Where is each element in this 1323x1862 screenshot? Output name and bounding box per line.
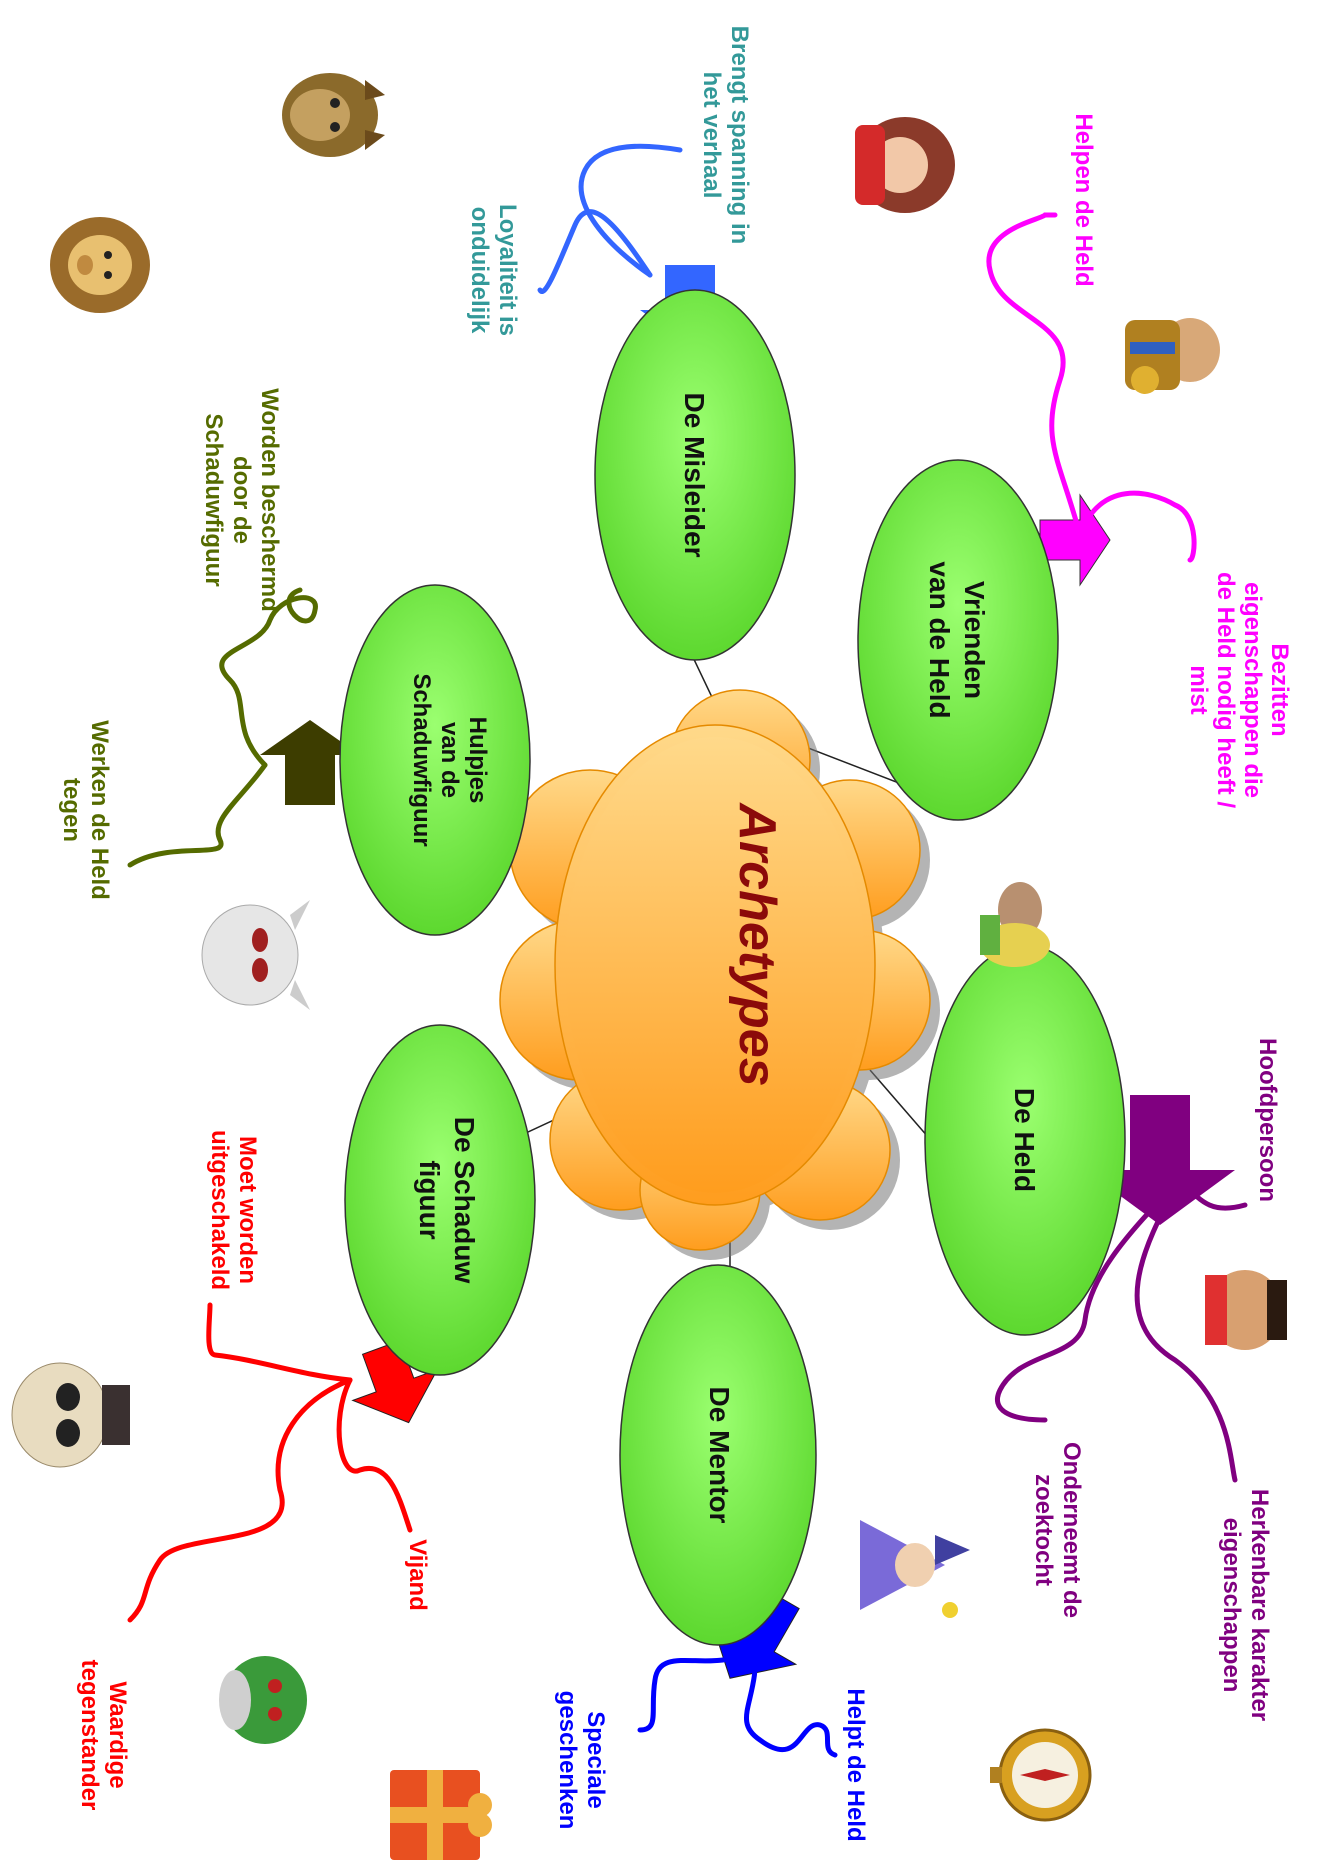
skull-icon: [11, 1362, 130, 1468]
node-vrienden[interactable]: Vrienden van de Held: [857, 459, 1059, 821]
label-worden-3: Schaduwfiguur: [200, 413, 227, 586]
node-mentor[interactable]: De Mentor: [619, 1264, 817, 1646]
label-herkenbare-2: eigenschappen: [1218, 1518, 1245, 1693]
node-mentor-label: De Mentor: [704, 1387, 735, 1524]
genie-icon: [980, 882, 1050, 967]
node-misleider[interactable]: De Misleider: [594, 289, 796, 661]
label-werken-2: tegen: [58, 778, 85, 842]
label-vijand: Vijand: [404, 1539, 431, 1611]
compass-icon: [990, 1728, 1092, 1822]
wizard-icon: [860, 1520, 970, 1618]
label-werken-1: Werken de Held: [86, 720, 113, 900]
label-bezitten-2: eigenschappen die: [1239, 582, 1266, 798]
label-herkenbare-1: Herkenbare karakter: [1246, 1489, 1273, 1721]
node-held-label: De Held: [1009, 1088, 1040, 1192]
queen-icon: [855, 117, 955, 213]
held-arrow: [1085, 1095, 1235, 1225]
hulpjes-arrow: [260, 720, 360, 805]
node-vrienden-line1: Vrienden: [959, 581, 990, 699]
node-hulpjes-line3: Schaduwfiguur: [408, 673, 435, 846]
label-bezitten-3: de Held nodig heeft /: [1212, 572, 1239, 808]
label-loyaliteit-2: onduidelijk: [466, 207, 493, 334]
center-title: Archetypes: [728, 801, 786, 1086]
label-loyaliteit-1: Loyaliteit is: [494, 204, 521, 336]
node-schaduw-line1: De Schaduw: [449, 1117, 480, 1284]
node-schaduw[interactable]: De Schaduw figuur: [344, 1024, 536, 1376]
node-hulpjes-line2: van de: [436, 722, 463, 798]
ghost-icon: [201, 900, 310, 1010]
label-worden-2: door de: [228, 456, 255, 544]
wolf-icon: [282, 73, 385, 157]
label-speciale-1: Speciale: [582, 1711, 609, 1808]
archetypes-cloud: Archetypes: [499, 689, 940, 1260]
label-moet-2: uitgeschakeld: [206, 1130, 233, 1290]
gift-icon: [390, 1770, 492, 1860]
label-helpen: Helpen de Held: [1070, 113, 1097, 286]
king-icon: [1125, 318, 1220, 394]
label-bezitten-4: mist: [1185, 665, 1212, 714]
node-misleider-label: De Misleider: [679, 393, 710, 558]
node-held[interactable]: De Held: [924, 944, 1126, 1336]
label-worden-1: Worden beschermd: [256, 388, 283, 612]
label-waardige-2: tegenstander: [76, 1660, 103, 1811]
node-schaduw-line2: figuur: [414, 1160, 445, 1239]
label-onderneemt-1: Onderneemt de: [1058, 1442, 1085, 1618]
label-onderneemt-2: zoektocht: [1030, 1474, 1057, 1586]
label-moet-1: Moet worden: [234, 1136, 261, 1284]
branch-lines: [127, 143, 1248, 1758]
label-brengt-2: het verhaal: [698, 72, 725, 199]
warrior-woman-icon: [1205, 1270, 1287, 1350]
label-helpt: Helpt de Held: [842, 1688, 869, 1841]
goblin-icon: [219, 1656, 307, 1744]
label-waardige-1: Waardige: [104, 1681, 131, 1788]
node-hulpjes-line1: Hulpjes: [464, 717, 491, 804]
label-brengt-1: Brengt spanning in: [726, 26, 753, 245]
label-hoofdpersoon: Hoofdpersoon: [1254, 1038, 1281, 1202]
node-hulpjes[interactable]: Hulpjes van de Schaduwfiguur: [339, 584, 531, 936]
node-vrienden-line2: van de Held: [924, 561, 955, 718]
lion-icon: [50, 217, 150, 313]
label-speciale-2: geschenken: [554, 1691, 581, 1830]
label-bezitten-1: Bezitten: [1266, 643, 1293, 736]
